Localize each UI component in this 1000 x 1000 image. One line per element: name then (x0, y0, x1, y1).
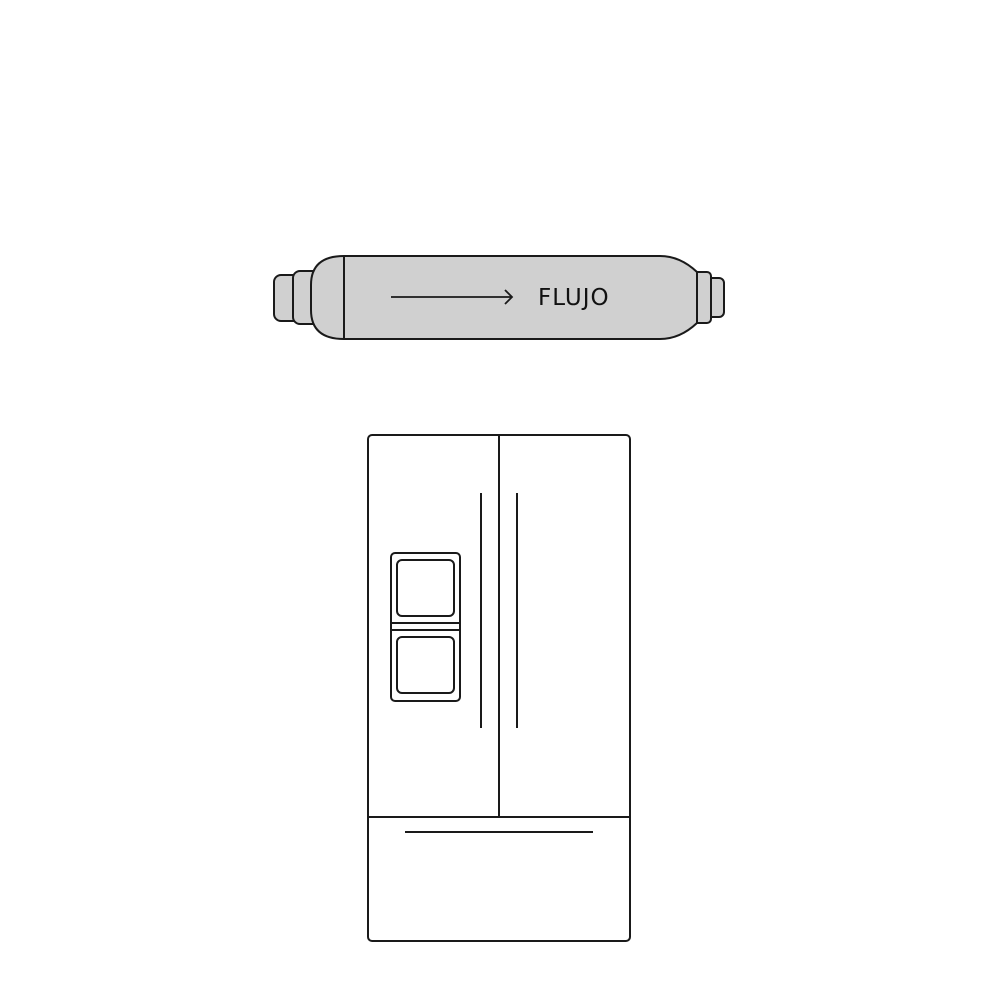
water-dispenser-icon (390, 552, 461, 702)
refrigerator-icon (367, 434, 631, 942)
flow-label: FLUJO (538, 285, 610, 311)
flow-arrow-icon (391, 289, 514, 305)
water-filter-cartridge: FLUJO (273, 255, 725, 340)
